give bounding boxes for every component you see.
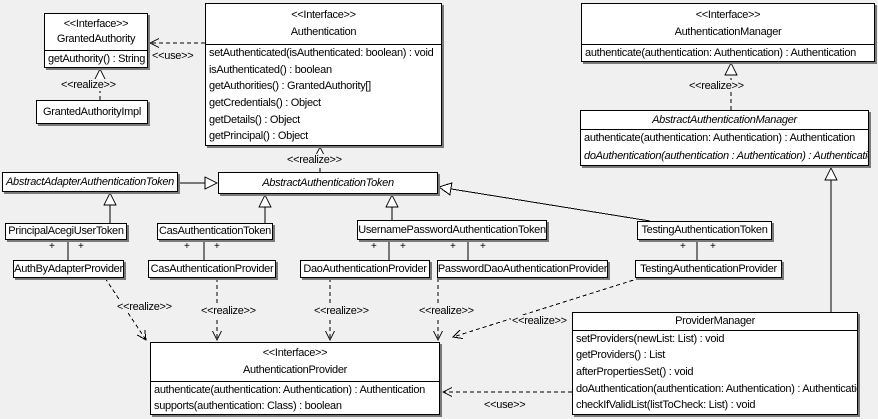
- class-name: TestingAuthenticationToken: [641, 224, 768, 236]
- class-name: PasswordDaoAuthenticationProvider: [437, 262, 608, 275]
- class-name: CasAuthenticationToken: [158, 225, 272, 237]
- method-row: setProviders(newList: List) : void: [576, 332, 725, 345]
- method-row: getCredentials() : Object: [209, 96, 321, 109]
- class-cas-authentication-provider[interactable]: CasAuthenticationProvider: [148, 260, 276, 278]
- multiplicity-label: +: [400, 241, 406, 252]
- class-name: AuthenticationManager: [674, 26, 782, 38]
- class-name: PrincipalAcegiUserToken: [8, 225, 124, 237]
- realize-label: <<realize>>: [418, 305, 475, 317]
- realize-label: <<realize>>: [688, 80, 745, 92]
- realize-label: <<realize>>: [286, 154, 343, 166]
- multiplicity-label: +: [184, 241, 190, 252]
- method-row: getProviders() : List: [576, 349, 666, 362]
- class-testing-authentication-provider[interactable]: TestingAuthenticationProvider: [635, 260, 782, 278]
- method-row: checkIfValidList(listToCheck: List) : vo…: [576, 399, 756, 412]
- class-name: AbstractAuthenticationManager: [652, 113, 797, 126]
- class-username-password-authentication-token[interactable]: UsernamePasswordAuthenticationToken: [357, 220, 547, 240]
- class-name: CasAuthenticationProvider: [150, 262, 274, 275]
- class-authentication[interactable]: <<Interface>> Authentication setAuthenti…: [205, 3, 442, 146]
- method-row: getPrincipal() : Object: [209, 130, 308, 143]
- method-row: authenticate(authentication: Authenticat…: [154, 383, 425, 396]
- method-row: authenticate(authentication: Authenticat…: [584, 132, 855, 145]
- class-cas-authentication-token[interactable]: CasAuthenticationToken: [157, 223, 273, 240]
- class-principal-acegi-user-token[interactable]: PrincipalAcegiUserToken: [5, 223, 127, 240]
- class-authentication-provider[interactable]: <<Interface>> AuthenticationProvider aut…: [150, 342, 440, 415]
- class-name: DaoAuthenticationProvider: [303, 262, 427, 275]
- realize-label: <<realize>>: [511, 315, 568, 327]
- multiplicity-label: +: [480, 241, 486, 252]
- multiplicity-label: +: [78, 241, 84, 252]
- class-name: TestingAuthenticationProvider: [640, 262, 777, 275]
- class-name: AbstractAuthenticationToken: [262, 176, 394, 189]
- method-row: setAuthenticated(isAuthenticated: boolea…: [209, 46, 434, 59]
- realize-label: <<realize>>: [116, 301, 173, 313]
- class-stereotype: <<Interface>>: [291, 9, 356, 21]
- class-abstract-authentication-token[interactable]: AbstractAuthenticationToken: [218, 172, 438, 194]
- edge-gen-testing-token: [437, 182, 651, 222]
- class-name: ProviderManager: [675, 315, 755, 327]
- method-row: doAuthentication(authentication: Authent…: [576, 382, 857, 395]
- class-name: AuthByAdapterProvider: [14, 262, 123, 275]
- multiplicity-label: +: [214, 241, 220, 252]
- method-row: isAuthenticated() : boolean: [209, 63, 332, 76]
- class-granted-authority-impl[interactable]: GrantedAuthorityImpl: [36, 100, 148, 124]
- method-row: getDetails() : Object: [209, 113, 300, 126]
- class-dao-authentication-provider[interactable]: DaoAuthenticationProvider: [300, 260, 430, 278]
- class-password-dao-authentication-provider[interactable]: PasswordDaoAuthenticationProvider: [437, 260, 608, 278]
- class-name: UsernamePasswordAuthenticationToken: [358, 223, 546, 236]
- class-stereotype: <<Interface>>: [63, 17, 129, 30]
- method-row: doAuthentication(authentication : Authen…: [584, 149, 868, 162]
- realize-label: <<realize>>: [313, 305, 370, 317]
- use-label: <<use>>: [151, 50, 195, 62]
- method-row: supports(authentication: Class) : boolea…: [154, 399, 342, 412]
- realize-label: <<realize>>: [200, 305, 257, 317]
- multiplicity-label: +: [710, 241, 716, 252]
- class-stereotype: <<Interface>>: [695, 9, 761, 21]
- method-row: getAuthorities() : GrantedAuthority[]: [209, 80, 371, 93]
- class-testing-authentication-token[interactable]: TestingAuthenticationToken: [637, 221, 772, 240]
- realize-label: <<realize>>: [60, 79, 117, 91]
- class-name: AbstractAdapterAuthenticationToken: [6, 175, 174, 188]
- multiplicity-label: +: [49, 241, 55, 252]
- class-abstract-adapter-authentication-token[interactable]: AbstractAdapterAuthenticationToken: [2, 172, 178, 192]
- method-row: afterPropertiesSet() : void: [576, 365, 694, 378]
- multiplicity-label: +: [450, 241, 456, 252]
- method-row: authenticate(authentication: Authenticat…: [585, 46, 856, 59]
- multiplicity-label: +: [680, 241, 686, 252]
- class-name: Authentication: [290, 26, 357, 38]
- class-name: AuthenticationProvider: [242, 363, 348, 376]
- use-label: <<use>>: [483, 399, 527, 411]
- class-authentication-manager[interactable]: <<Interface>> AuthenticationManager auth…: [581, 3, 875, 62]
- class-abstract-authentication-manager[interactable]: AbstractAuthenticationManager authentica…: [580, 110, 869, 166]
- class-name: GrantedAuthority: [56, 33, 136, 46]
- class-stereotype: <<Interface>>: [262, 347, 328, 360]
- method-row: getAuthority() : String: [48, 52, 146, 65]
- class-provider-manager[interactable]: ProviderManager setProviders(newList: Li…: [572, 312, 858, 415]
- multiplicity-label: +: [371, 241, 377, 252]
- class-name: GrantedAuthorityImpl: [43, 105, 141, 118]
- class-auth-by-adapter-provider[interactable]: AuthByAdapterProvider: [13, 260, 124, 278]
- class-granted-authority[interactable]: <<Interface>> GrantedAuthority getAuthor…: [44, 13, 148, 68]
